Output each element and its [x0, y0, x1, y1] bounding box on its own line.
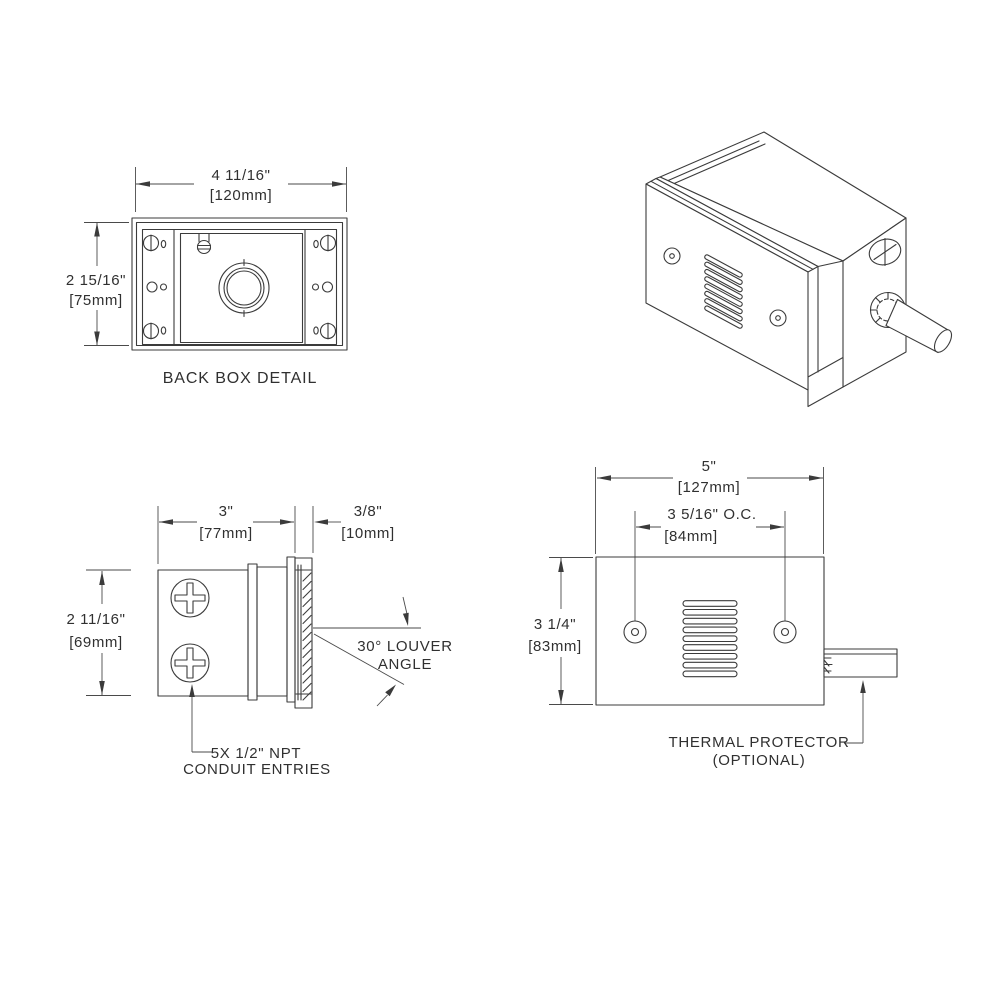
front-thermal-stub: [823, 648, 898, 678]
front-mounting-holes: [623, 620, 797, 644]
iso-conduit-stub: [869, 291, 953, 354]
backbox-right-screws: [311, 234, 337, 340]
side-body: [157, 556, 313, 709]
iso-faceplate-screws: [663, 247, 787, 327]
conduit-note-line1: 5X 1/2" NPT: [211, 745, 302, 762]
side-height-inches-label: 2 11/16": [66, 611, 125, 628]
front-height-inches-label: 3 1/4": [534, 616, 576, 633]
conduit-note-line2: CONDUIT ENTRIES: [183, 761, 331, 778]
front-height-dimension: 3 1/4" [83mm]: [528, 557, 593, 705]
side-louver-angle-annotation: 30° LOUVER ANGLE: [313, 596, 453, 707]
backbox-left-screws: [142, 234, 168, 340]
front-thermal-annotation: THERMAL PROTECTOR (OPTIONAL): [668, 680, 866, 769]
backbox-outline: [131, 217, 348, 351]
side-depth-inches-label: 3": [219, 503, 234, 520]
isometric-view: [645, 131, 953, 408]
iso-side-screw: [868, 237, 902, 267]
front-width-inches-label: 5": [702, 458, 717, 475]
side-faceplate-dimension: 3/8" [10mm]: [314, 503, 395, 542]
side-view: 3" [77mm] 3/8" [10mm] 2 11/16" [69mm]: [66, 503, 452, 778]
front-oc-dimension: 3 5/16" O.C. [84mm]: [634, 506, 786, 621]
side-conduit-plugs: [170, 578, 210, 683]
side-depth-mm-label: [77mm]: [199, 525, 253, 542]
iso-bottom-flange: [807, 356, 844, 408]
backbox-height-mm-label: [75mm]: [69, 292, 123, 309]
backbox-knockout-hole: [218, 258, 270, 318]
back-box-detail-view: 4 11/16" [120mm] 2 15/16" [75mm]: [66, 167, 348, 387]
side-depth-dimension: 3" [77mm]: [157, 503, 314, 564]
side-height-mm-label: [69mm]: [69, 634, 123, 651]
front-view: 5" [127mm] 3 5/16" O.C. [84mm] 3 1/4" [8…: [528, 458, 898, 769]
side-faceplate-inches-label: 3/8": [354, 503, 383, 520]
side-louver-hatch: [302, 572, 312, 701]
backbox-ground-screw: [196, 232, 212, 255]
backbox-width-mm-label: [120mm]: [210, 187, 273, 204]
backbox-height-dimension: 2 15/16" [75mm]: [66, 222, 129, 346]
backbox-width-inches-label: 4 11/16": [211, 167, 270, 184]
front-height-mm-label: [83mm]: [528, 638, 582, 655]
louver-angle-note-line1: 30° LOUVER: [357, 638, 453, 655]
front-louvers: [682, 600, 738, 678]
iso-louvers: [704, 254, 743, 329]
thermal-note-line1: THERMAL PROTECTOR: [668, 734, 849, 751]
louver-angle-note-line2: ANGLE: [378, 656, 432, 673]
front-oc-inches-label: 3 5/16" O.C.: [667, 506, 756, 523]
front-width-dimension: 5" [127mm]: [595, 458, 824, 554]
front-faceplate-outline: [595, 556, 825, 706]
backbox-caption: BACK BOX DETAIL: [163, 370, 318, 387]
front-width-mm-label: [127mm]: [678, 479, 741, 496]
side-conduit-annotation: 5X 1/2" NPT CONDUIT ENTRIES: [183, 684, 331, 778]
side-height-dimension: 2 11/16" [69mm]: [66, 569, 131, 696]
front-oc-mm-label: [84mm]: [664, 528, 718, 545]
backbox-height-inches-label: 2 15/16": [66, 272, 126, 289]
thermal-note-line2: (OPTIONAL): [713, 752, 806, 769]
side-faceplate-mm-label: [10mm]: [341, 525, 395, 542]
backbox-width-dimension: 4 11/16" [120mm]: [135, 167, 347, 212]
